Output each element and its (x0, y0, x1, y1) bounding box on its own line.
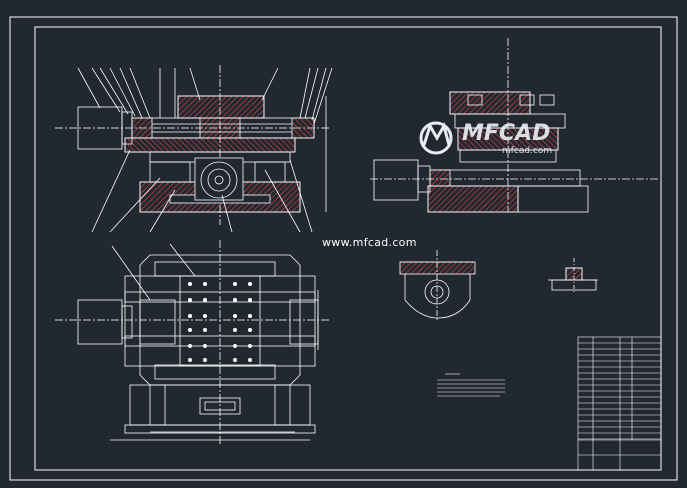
technical-notes-block (437, 373, 505, 397)
watermark-logo-subtext: mfcad.com (502, 146, 553, 156)
inner-frame (34, 26, 662, 471)
side-section-view (370, 38, 660, 213)
detail-view-a (399, 250, 476, 322)
mfcad-logo-icon (419, 121, 453, 155)
plan-view (55, 240, 330, 445)
watermark-site-text: www.mfcad.com (322, 236, 417, 249)
outer-frame (9, 16, 678, 481)
front-section-view (55, 65, 333, 233)
watermark-logo-text: MFCAD (462, 121, 551, 146)
title-block (577, 336, 662, 471)
detail-view-b (548, 258, 598, 294)
